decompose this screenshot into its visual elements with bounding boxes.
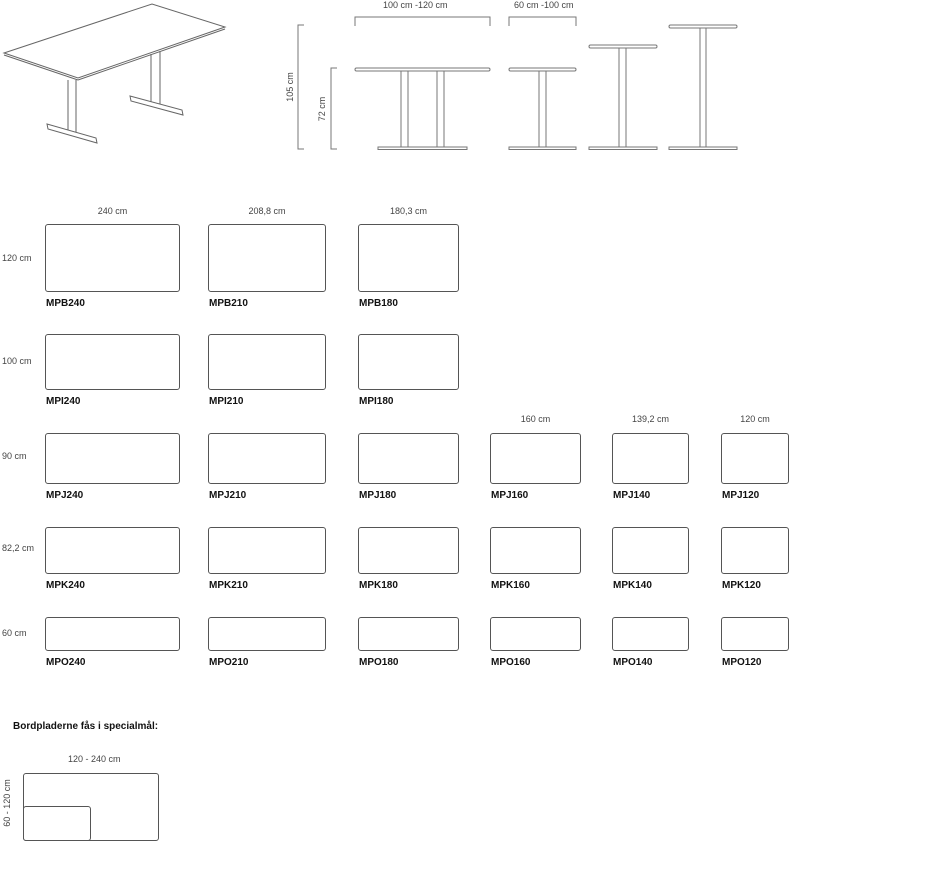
column-width-label: 208,8 cm bbox=[248, 206, 286, 216]
tabletop-plate bbox=[721, 527, 789, 574]
tabletop-code: MPK120 bbox=[722, 580, 761, 591]
column-width-label: 120 cm bbox=[740, 414, 770, 424]
tabletop-code: MPB210 bbox=[209, 298, 248, 309]
width-label-double: 100 cm -120 cm bbox=[383, 0, 448, 10]
width-label-single: 60 cm -100 cm bbox=[514, 0, 574, 10]
tabletop-code: MPJ210 bbox=[209, 490, 247, 501]
tabletop-code: MPK160 bbox=[491, 580, 530, 591]
height-label-standard: 72 cm bbox=[317, 96, 327, 122]
tabletop-code: MPO210 bbox=[209, 657, 249, 668]
column-width-label: 180,3 cm bbox=[389, 206, 428, 216]
tabletop-code: MPK180 bbox=[359, 580, 398, 591]
tabletop-code: MPJ160 bbox=[491, 490, 529, 501]
table-isometric-drawing bbox=[2, 3, 227, 144]
column-width-label: 240 cm bbox=[97, 206, 128, 216]
tabletop-plate bbox=[208, 334, 326, 390]
tabletop-plate bbox=[45, 224, 180, 292]
table-elevation-drawings bbox=[297, 16, 738, 150]
tabletop-code: MPO140 bbox=[613, 657, 653, 668]
special-width-range: 120 - 240 cm bbox=[68, 754, 121, 764]
tabletop-plate bbox=[490, 527, 581, 574]
tabletop-plate bbox=[208, 224, 326, 292]
row-depth-label: 120 cm bbox=[2, 253, 32, 263]
tabletop-code: MPK210 bbox=[209, 580, 248, 591]
tabletop-code: MPI210 bbox=[209, 396, 244, 407]
tabletop-plate bbox=[612, 433, 689, 484]
tabletop-plate bbox=[358, 433, 459, 484]
tabletop-code: MPJ120 bbox=[722, 490, 760, 501]
tabletop-code: MPO180 bbox=[359, 657, 399, 668]
tabletop-plate bbox=[358, 334, 459, 390]
tabletop-code: MPK240 bbox=[46, 580, 85, 591]
tabletop-plate bbox=[208, 433, 326, 484]
tabletop-plate bbox=[721, 617, 789, 651]
tabletop-plate bbox=[490, 617, 581, 651]
tabletop-code: MPB180 bbox=[359, 298, 398, 309]
tabletop-plate bbox=[45, 334, 180, 390]
tabletop-code: MPJ180 bbox=[359, 490, 397, 501]
tabletop-code: MPK140 bbox=[613, 580, 652, 591]
tabletop-code: MPO120 bbox=[722, 657, 762, 668]
column-width-label: 139,2 cm bbox=[631, 414, 670, 424]
tabletop-code: MPO160 bbox=[491, 657, 531, 668]
tabletop-plate bbox=[358, 617, 459, 651]
tabletop-plate bbox=[45, 617, 180, 651]
tabletop-plate bbox=[45, 527, 180, 574]
tabletop-plate bbox=[358, 224, 459, 292]
special-sizes-title: Bordpladerne fås i specialmål: bbox=[13, 721, 159, 732]
special-min-plate bbox=[23, 806, 91, 841]
tabletop-code: MPO240 bbox=[46, 657, 86, 668]
tabletop-plate bbox=[208, 617, 326, 651]
tabletop-plate bbox=[612, 527, 689, 574]
tabletop-code: MPI240 bbox=[46, 396, 81, 407]
special-depth-range: 60 - 120 cm bbox=[2, 779, 12, 827]
tabletop-plate bbox=[721, 433, 789, 484]
column-width-label: 160 cm bbox=[520, 414, 551, 424]
row-depth-label: 60 cm bbox=[2, 628, 27, 638]
tabletop-plate bbox=[490, 433, 581, 484]
tabletop-plate bbox=[45, 433, 180, 484]
tabletop-code: MPJ140 bbox=[613, 490, 651, 501]
row-depth-label: 100 cm bbox=[2, 356, 32, 366]
tabletop-plate bbox=[612, 617, 689, 651]
tabletop-code: MPJ240 bbox=[46, 490, 84, 501]
row-depth-label: 82,2 cm bbox=[2, 543, 35, 553]
height-label-high: 105 cm bbox=[285, 72, 295, 102]
tabletop-code: MPB240 bbox=[46, 298, 85, 309]
row-depth-label: 90 cm bbox=[2, 451, 27, 461]
tabletop-plate bbox=[358, 527, 459, 574]
tabletop-code: MPI180 bbox=[359, 396, 394, 407]
tabletop-plate bbox=[208, 527, 326, 574]
